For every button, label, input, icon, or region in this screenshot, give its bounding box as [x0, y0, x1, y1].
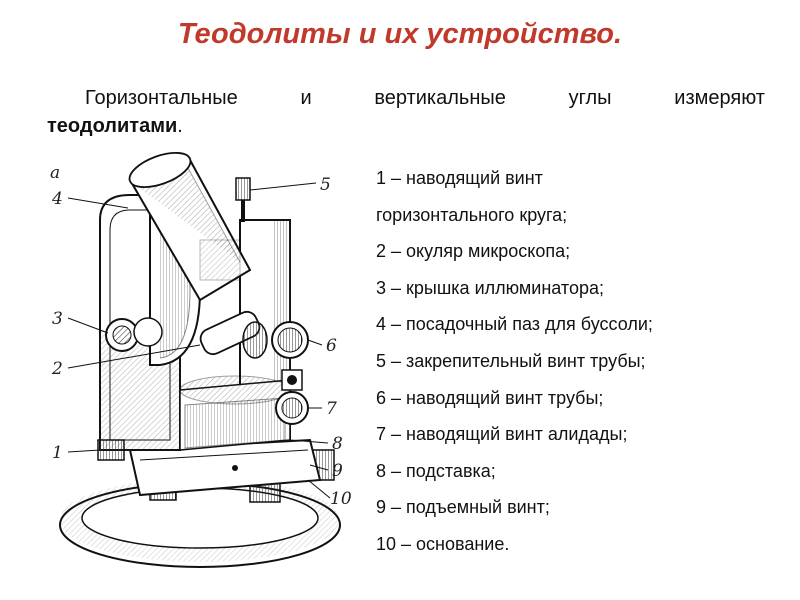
legend-item: 7 – наводящий винт алидады; [376, 424, 628, 445]
figure-letter: а [50, 163, 60, 183]
legend-item: 8 – подставка; [376, 460, 496, 481]
legend-item: 6 – наводящий винт трубы; [376, 387, 604, 408]
callout-5: 5 [320, 175, 331, 195]
intro-tail: . [177, 115, 183, 137]
leader-lines [67, 182, 331, 499]
intro-word: и [300, 87, 312, 109]
adjustment-knobs [97, 321, 309, 461]
slide-title: Теодолиты и их устройство. [177, 18, 623, 50]
callout-8: 8 [332, 434, 343, 454]
legend-item: 9 – подъемный винт; [376, 497, 550, 518]
callout-4: 4 [51, 189, 63, 209]
intro-line-2: теодолитами. [47, 112, 765, 140]
microscope-eyepiece [199, 310, 268, 359]
intro-bold-term: теодолитами [47, 115, 178, 137]
telescope [128, 151, 252, 302]
theodolite-drawing: а 1 2 3 4 5 6 7 8 9 10 [50, 151, 352, 568]
legend-item: 4 – посадочный паз для буссоли; [376, 314, 653, 335]
base-plate [59, 478, 341, 568]
legend-item: 3 – крышка иллюминатора; [376, 277, 604, 298]
intro-word: Горизонтальные [85, 87, 238, 109]
callout-9: 9 [332, 461, 343, 481]
tribrach [128, 438, 322, 497]
intro-word: углы [568, 87, 612, 109]
callout-1: 1 [52, 443, 63, 463]
callout-10: 10 [330, 489, 352, 509]
clamp-screw [235, 177, 251, 222]
legend-item: горизонтального круга; [376, 204, 568, 225]
legend-item: 1 – наводящий винт [376, 168, 543, 188]
intro-word: измеряют [674, 87, 765, 109]
illuminator-cover [105, 317, 163, 352]
legend-item: 10 – основание. [376, 533, 510, 554]
intro-line-1: Горизонтальные и вертикальные углы измер… [47, 84, 765, 112]
intro-paragraph: Горизонтальные и вертикальные углы измер… [47, 84, 765, 140]
callout-7: 7 [326, 399, 337, 419]
intro-word: вертикальные [374, 87, 506, 109]
parts-legend: 1 – наводящий винт горизонтального круга… [376, 160, 776, 563]
callout-3: 3 [52, 309, 63, 329]
legend-item: 2 – окуляр микроскопа; [376, 241, 571, 262]
callout-6: 6 [326, 336, 337, 356]
legend-item: 5 – закрепительный винт трубы; [376, 350, 646, 371]
callout-2: 2 [51, 359, 63, 379]
